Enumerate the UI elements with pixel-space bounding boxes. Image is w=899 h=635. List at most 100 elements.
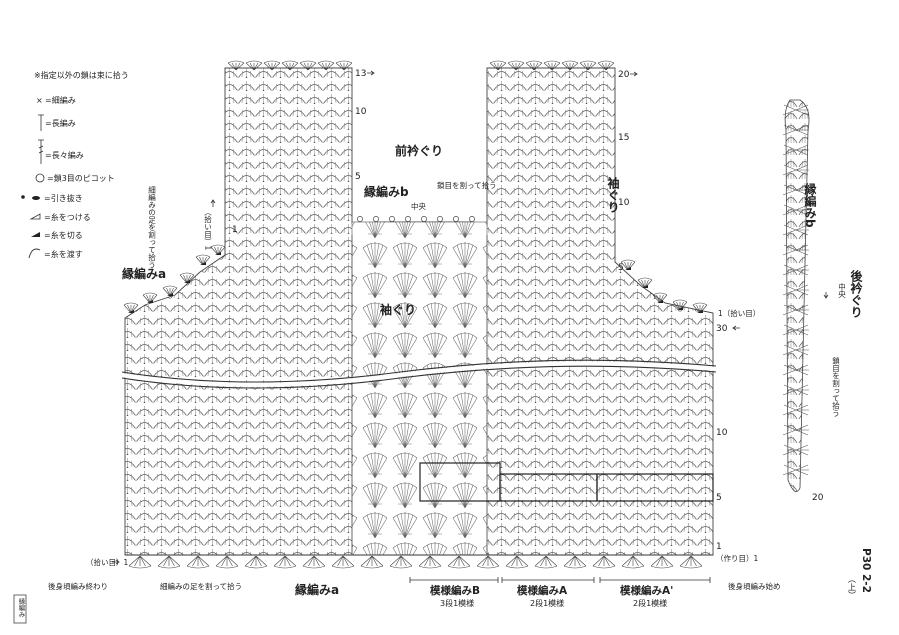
edge-fan	[215, 555, 239, 569]
arrow-icon	[112, 559, 120, 565]
center-fan-panel	[351, 221, 488, 556]
legend-item-slip: =引き抜き	[21, 193, 83, 203]
row-num-left-5: 5	[355, 172, 361, 182]
legend-text-tr: =長々編み	[45, 150, 84, 160]
label-bottom-left-note: 後身頃編み終わり	[48, 581, 108, 591]
edge-fan	[210, 244, 226, 256]
label-bottom-right-note: 後身頃編み始め	[728, 581, 781, 591]
legend-item-tr: =長々編み	[38, 139, 84, 164]
edge-fan	[299, 60, 317, 71]
left-armhole-edge	[123, 244, 226, 314]
legend-item-picot: =鎖3目のピコット	[35, 173, 115, 183]
arrow-icon	[630, 71, 638, 77]
edge-fan	[476, 555, 500, 569]
join-yarn-icon	[29, 213, 41, 220]
row-num-strip-20: 20	[812, 493, 824, 503]
legend-text-cut: =糸を切る	[44, 230, 83, 240]
label-bottom-pick: （拾い目）1	[86, 557, 128, 567]
legend-text-carry: =糸を渡す	[44, 249, 83, 259]
label-sleeve-right: 袖ぐり	[606, 176, 620, 213]
strip-fan	[782, 404, 809, 416]
right-strap-top-edge	[489, 60, 615, 71]
label-center: 中央	[411, 201, 426, 211]
cut-mark	[657, 300, 663, 303]
edge-fan	[672, 299, 688, 311]
side-strip	[782, 99, 810, 492]
edge-fan	[652, 292, 668, 304]
neck-edge-picots	[357, 216, 475, 222]
edge-fan	[489, 60, 507, 71]
label-split-pick: 鎖目を割って拾う	[437, 180, 497, 190]
cut-mark	[677, 307, 683, 310]
edge-fan	[447, 555, 471, 569]
cut-yarn-icon	[31, 232, 40, 237]
legend: ※指定以外の鎖は束に拾う × =細編み =長編み =長々編み =鎖3目のピコット…	[21, 70, 129, 259]
label-side-center: 中央	[837, 282, 846, 300]
side-strip-fans	[782, 104, 809, 476]
edge-fan	[543, 60, 561, 71]
label-side-split: 鎖目を割って拾う	[831, 356, 840, 418]
legend-note: ※指定以外の鎖は束に拾う	[34, 70, 129, 80]
picot-mark	[421, 216, 427, 222]
label-edge-b: 縁編みb	[364, 184, 409, 199]
edge-fan	[579, 60, 597, 71]
strip-fan	[782, 324, 809, 336]
label-edge-a-bottom: 縁編みa	[295, 582, 339, 597]
cut-mark	[147, 300, 153, 303]
strip-fan	[782, 464, 809, 476]
edge-fan	[563, 555, 587, 569]
strip-fan	[782, 124, 809, 136]
row-num-right-20: 20	[618, 70, 630, 80]
edge-fan	[162, 285, 178, 297]
edge-fan	[186, 555, 210, 569]
picot-mark	[389, 216, 395, 222]
strip-fan	[782, 364, 809, 376]
break-line-upper	[121, 359, 717, 383]
edge-fan	[534, 555, 558, 569]
row-num-body-5: 5	[716, 493, 722, 503]
edge-fan	[418, 555, 442, 569]
label-side-edge-b: 縁編みb	[803, 182, 817, 228]
label-edge-a-left: 縁編みa	[122, 266, 166, 281]
strip-fan	[782, 224, 809, 236]
legend-text-join: =糸をつける	[44, 212, 91, 222]
side-tag-box	[13, 594, 27, 624]
edge-fan	[561, 60, 579, 71]
row-num-left-10: 10	[355, 107, 367, 117]
edge-fan	[227, 60, 245, 71]
strip-fan	[782, 164, 809, 176]
picot-mark	[405, 216, 411, 222]
edge-fan	[179, 272, 195, 284]
strip-fan	[782, 104, 809, 116]
arrow-icon	[823, 292, 829, 299]
label-pattern-a2-sub: 2段1模様	[633, 598, 667, 608]
edge-fan	[650, 555, 674, 569]
cut-mark	[625, 267, 631, 270]
sc-symbol-icon: ×	[36, 96, 43, 105]
row-num-body-10: 10	[716, 428, 728, 438]
edge-fan	[621, 555, 645, 569]
cut-mark	[200, 262, 206, 265]
bottom-edge-fans	[128, 555, 703, 569]
edge-fan	[505, 555, 529, 569]
strip-fan	[782, 444, 809, 456]
row-num-left-13: 13	[355, 69, 366, 79]
legend-text-sc: =細編み	[45, 95, 76, 105]
edge-fan	[637, 277, 653, 289]
legend-item-sc: × =細編み	[36, 95, 76, 105]
carry-yarn-icon	[28, 248, 41, 259]
cut-mark	[215, 252, 221, 255]
legend-item-carry: =糸を渡す	[28, 248, 83, 259]
row-num-left-1: 1	[232, 225, 238, 235]
slip-dot-icon	[21, 195, 25, 199]
edge-fan	[692, 302, 708, 314]
strip-fan	[782, 204, 809, 216]
edge-fan	[679, 555, 703, 569]
label-bottom-mid-note: 細編みの足を割って拾う	[160, 581, 242, 591]
row-num-body-30: 30	[716, 324, 728, 334]
edge-fan	[317, 60, 335, 71]
edge-fan	[620, 259, 636, 271]
edge-fan	[263, 60, 281, 71]
legend-text-dc: =長編み	[45, 118, 76, 128]
picot-mark	[437, 216, 443, 222]
